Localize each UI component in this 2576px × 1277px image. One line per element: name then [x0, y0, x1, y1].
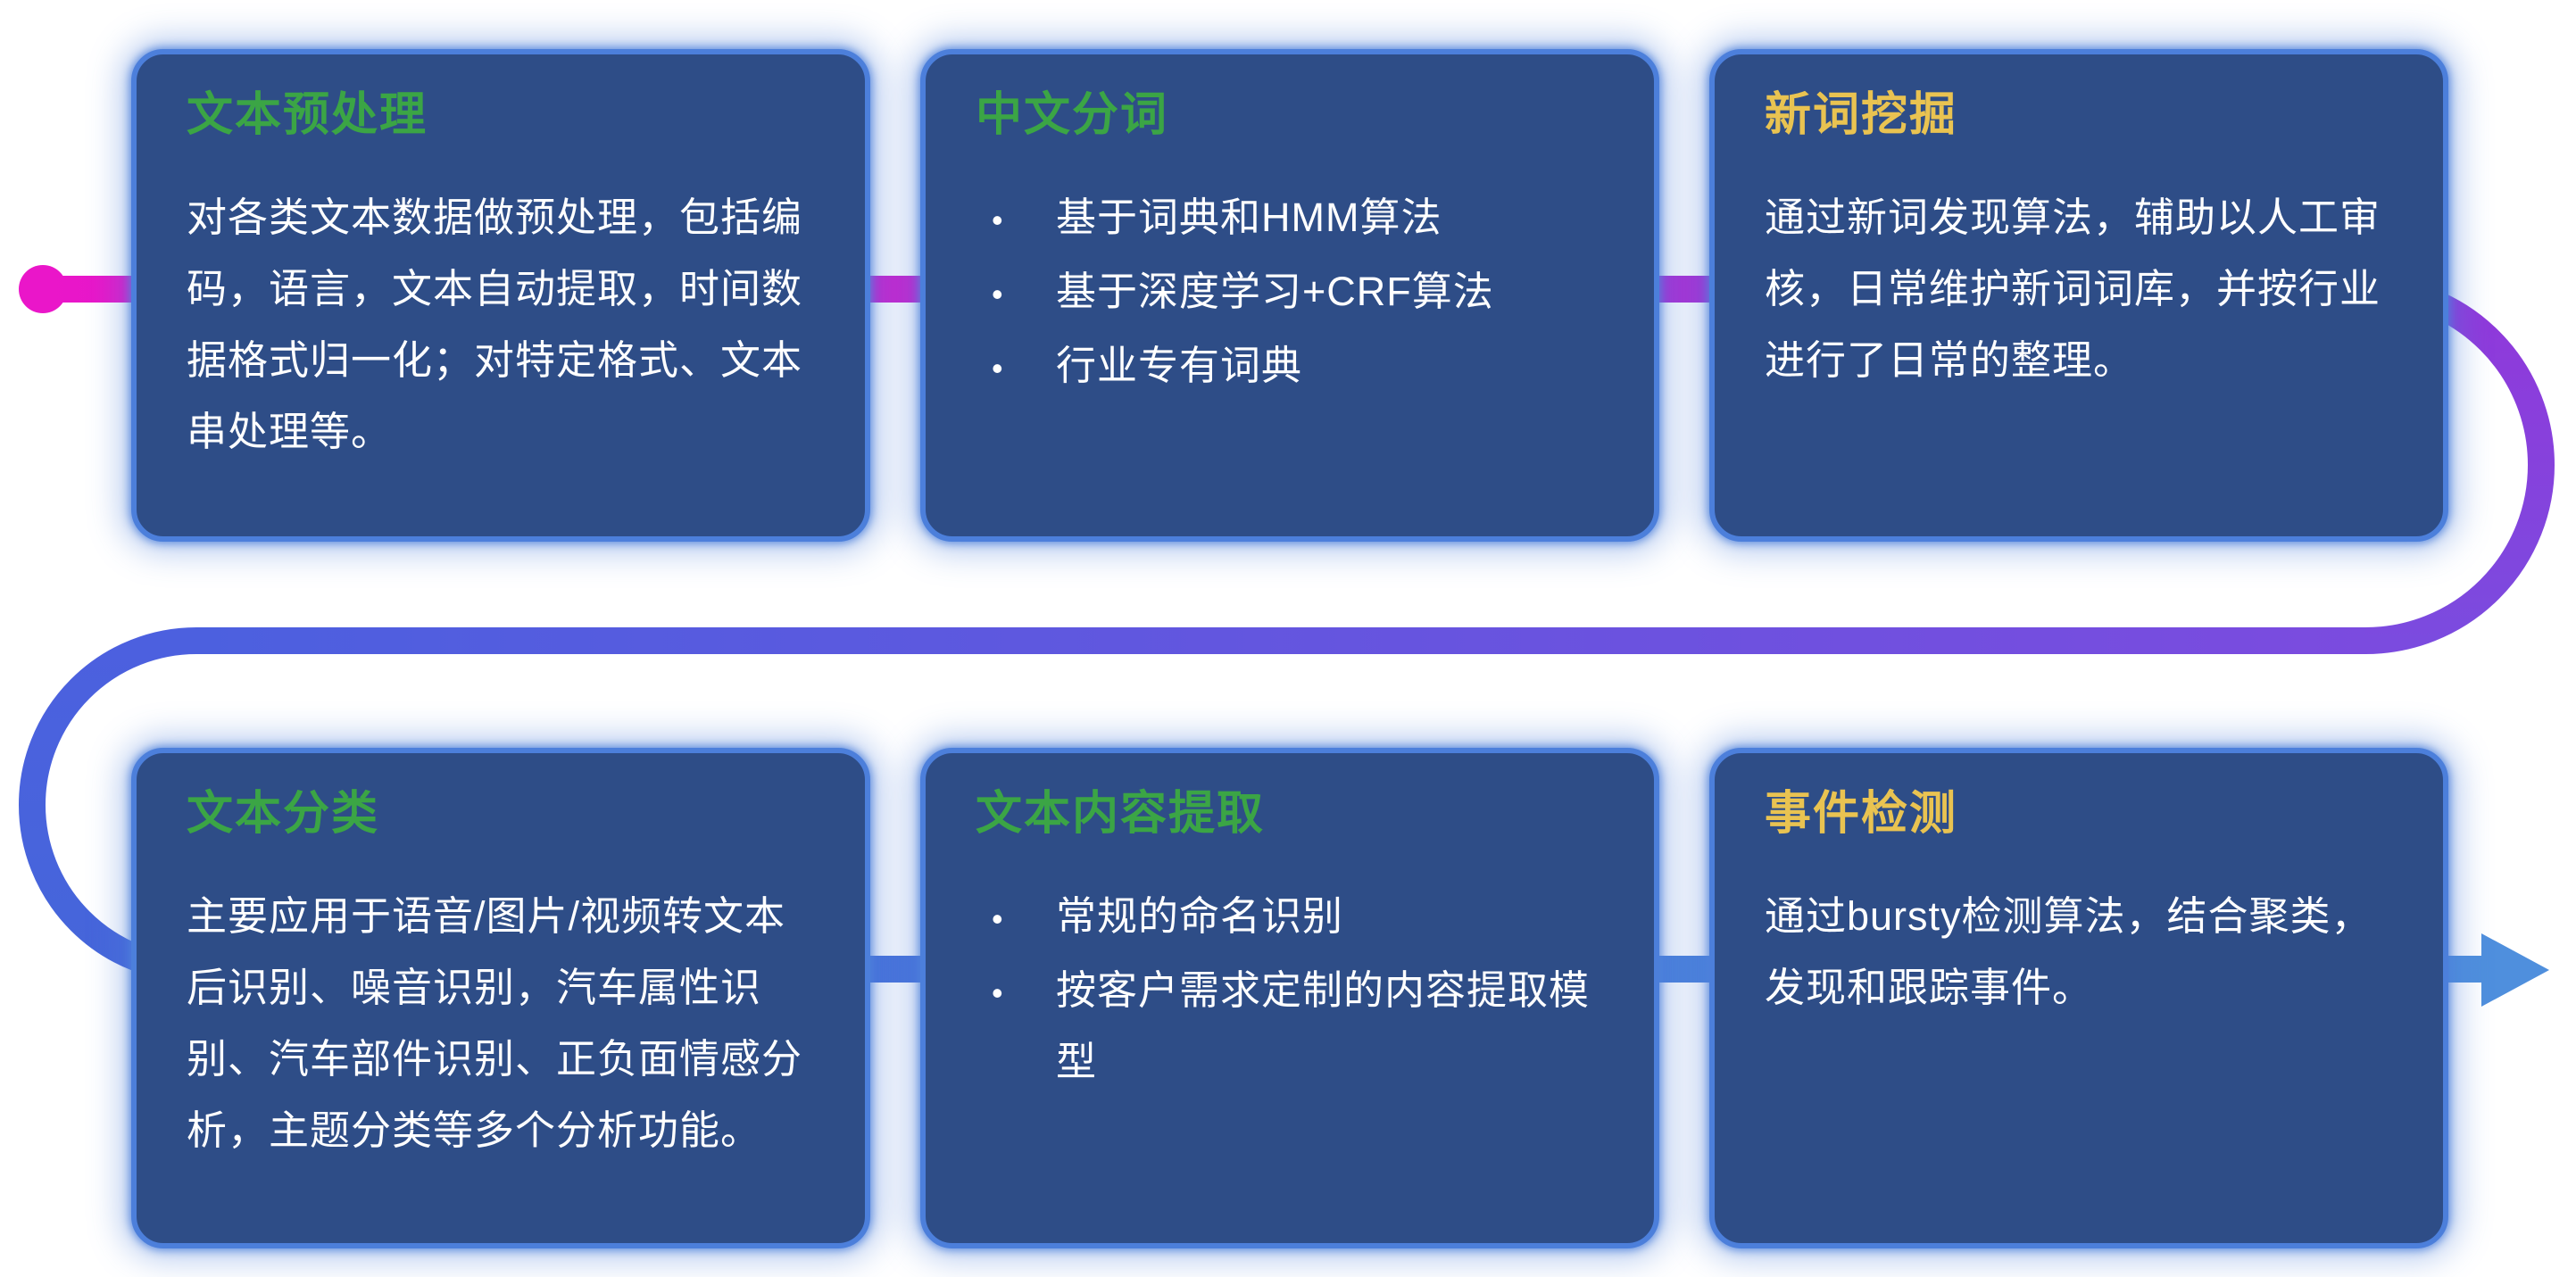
card-title-text-classification: 文本分类 — [187, 788, 380, 840]
flow-arrow-icon — [2481, 933, 2549, 1007]
bullet-text: 基于词典和HMM算法 — [1056, 195, 1442, 241]
bullet-list-chinese-segmentation: • 基于词典和HMM算法 • 基于深度学习+CRF算法 • 行业专有词典 — [976, 182, 1604, 404]
bullet-dot-icon: • — [992, 276, 1004, 313]
bullet-dot-icon: • — [992, 900, 1004, 938]
card-body-event-detection: 通过bursty检测算法，结合聚类，发现和跟踪事件。 — [1765, 893, 2372, 1011]
card-chinese-segmentation: 中文分词 • 基于词典和HMM算法 • 基于深度学习+CRF算法 • 行业专有词… — [920, 49, 1659, 542]
card-content-extraction: 文本内容提取 • 常规的命名识别 • 按客户需求定制的内容提取模型 — [920, 748, 1659, 1248]
card-title-event-detection: 事件检测 — [1765, 788, 1958, 840]
card-title-content-extraction: 文本内容提取 — [976, 788, 1266, 840]
bullet-text: 按客户需求定制的内容提取模型 — [1056, 967, 1591, 1085]
card-body-text-preprocessing: 对各类文本数据做预处理，包括编码，语言，文本自动提取，时间数据格式归一化；对特定… — [187, 195, 803, 455]
bullet-text: 常规的命名识别 — [1056, 893, 1344, 940]
bullet-item: • 基于词典和HMM算法 — [976, 182, 1604, 256]
bullet-dot-icon: • — [992, 974, 1004, 1012]
card-new-word-mining: 新词挖掘 通过新词发现算法，辅助以人工审核，日常维护新词词库，并按行业进行了日常… — [1709, 49, 2448, 542]
card-title-chinese-segmentation: 中文分词 — [976, 89, 1169, 141]
bullet-text: 基于深度学习+CRF算法 — [1056, 269, 1494, 315]
bullet-text: 行业专有词典 — [1056, 343, 1303, 389]
bullet-item: • 常规的命名识别 — [976, 881, 1604, 955]
card-title-new-word-mining: 新词挖掘 — [1765, 89, 1958, 141]
flow-curve-left — [19, 627, 197, 983]
card-event-detection: 事件检测 通过bursty检测算法，结合聚类，发现和跟踪事件。 — [1709, 748, 2448, 1248]
bullet-item: • 基于深度学习+CRF算法 — [976, 256, 1604, 330]
bullet-item: • 按客户需求定制的内容提取模型 — [976, 955, 1604, 1098]
card-body-new-word-mining: 通过新词发现算法，辅助以人工审核，日常维护新词词库，并按行业进行了日常的整理。 — [1765, 195, 2381, 384]
bullet-item: • 行业专有词典 — [976, 330, 1604, 404]
bullet-dot-icon: • — [992, 202, 1004, 239]
bullet-list-content-extraction: • 常规的命名识别 • 按客户需求定制的内容提取模型 — [976, 881, 1604, 1098]
card-title-text-preprocessing: 文本预处理 — [187, 89, 428, 141]
card-text-classification: 文本分类 主要应用于语音/图片/视频转文本后识别、噪音识别，汽车属性识别、汽车部… — [131, 748, 870, 1248]
bullet-dot-icon: • — [992, 350, 1004, 387]
card-body-text-classification: 主要应用于语音/图片/视频转文本后识别、噪音识别，汽车属性识别、汽车部件识别、正… — [187, 893, 803, 1154]
card-text-preprocessing: 文本预处理 对各类文本数据做预处理，包括编码，语言，文本自动提取，时间数据格式归… — [131, 49, 870, 542]
